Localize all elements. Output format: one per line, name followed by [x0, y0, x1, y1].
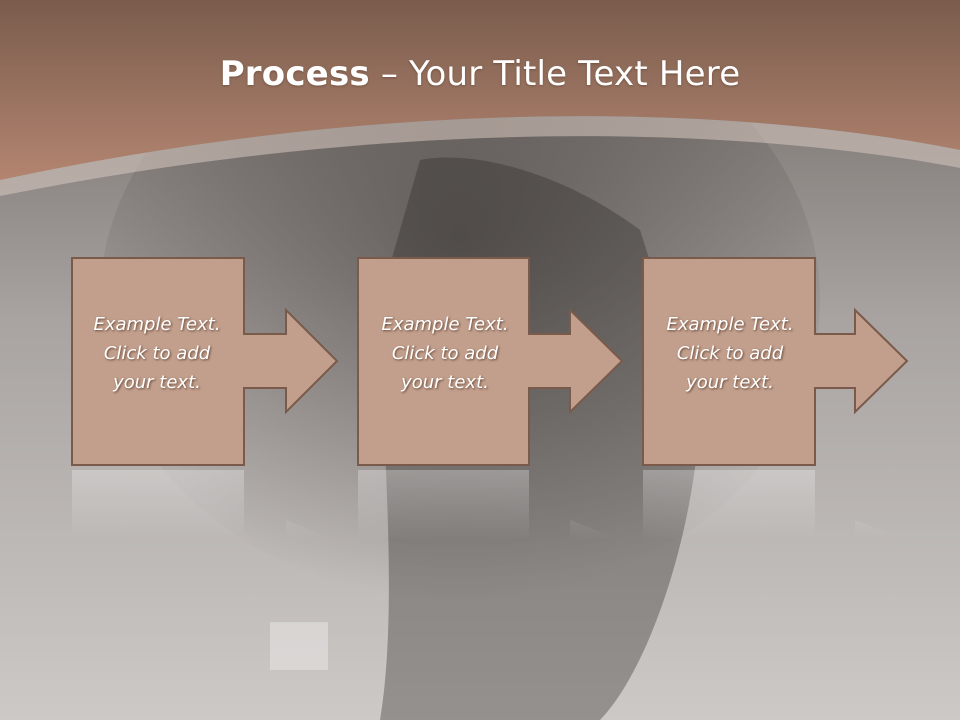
step-3-arrow-shape[interactable] — [642, 257, 909, 466]
header-curve-highlight — [0, 116, 960, 196]
step-1-text[interactable]: Example Text. Click to add your text. — [70, 310, 244, 397]
step-1-line-3: your text. — [113, 372, 201, 393]
step-3-line-3: your text. — [686, 372, 774, 393]
step-3-text[interactable]: Example Text. Click to add your text. — [643, 310, 817, 397]
step-2-text[interactable]: Example Text. Click to add your text. — [358, 310, 532, 397]
step-2-reflection — [358, 470, 622, 540]
step-2-line-2: Click to add — [391, 343, 499, 364]
slide-title[interactable]: Process – Your Title Text Here — [0, 52, 960, 96]
process-step-3[interactable] — [642, 257, 909, 540]
step-3-line-2: Click to add — [676, 343, 784, 364]
step-2-arrow-shape[interactable] — [357, 257, 624, 466]
step-2-line-3: your text. — [401, 372, 489, 393]
step-1-arrow-shape[interactable] — [71, 257, 339, 466]
header-band — [0, 0, 960, 180]
title-bold: Process — [219, 54, 370, 94]
step-3-reflection — [643, 470, 907, 540]
process-step-1[interactable] — [71, 257, 339, 540]
photo-light-patch — [270, 622, 328, 670]
step-1-reflection — [72, 470, 336, 540]
step-1-line-1: Example Text. — [93, 314, 221, 335]
step-1-line-2: Click to add — [103, 343, 211, 364]
step-2-line-1: Example Text. — [381, 314, 509, 335]
title-rest: – Your Title Text Here — [369, 54, 741, 94]
step-3-line-1: Example Text. — [666, 314, 794, 335]
process-step-2[interactable] — [357, 257, 624, 540]
